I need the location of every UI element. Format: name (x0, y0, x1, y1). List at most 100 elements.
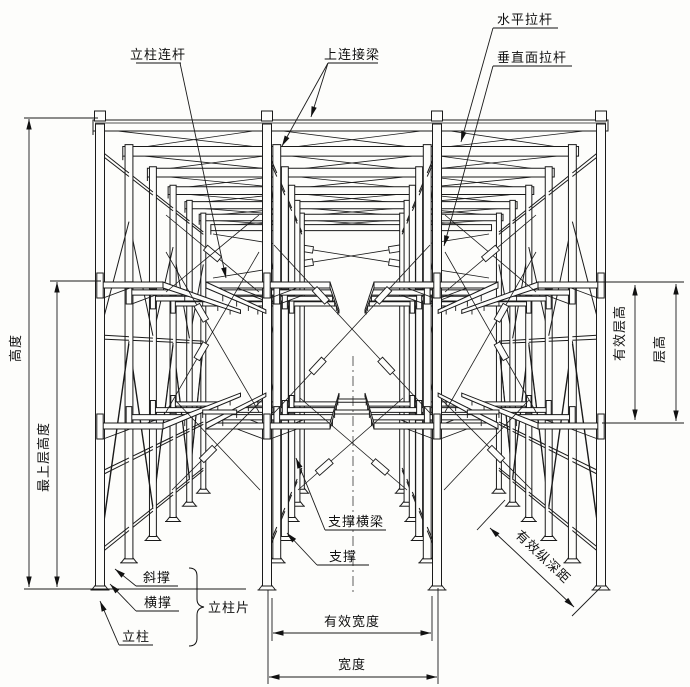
structure-shape (186, 199, 193, 503)
structure-line (165, 214, 260, 293)
arrowhead-icon (673, 410, 679, 421)
label-horizontal-tie: 水平拉杆 (497, 12, 553, 27)
structure-line (196, 487, 202, 494)
label-support-beam: 支撑横梁 (328, 514, 384, 529)
turnbuckle-icon (193, 341, 210, 362)
structure-line (406, 287, 434, 299)
structure-line (299, 397, 408, 491)
structure-line (155, 535, 161, 541)
structure-shape (466, 409, 500, 415)
structure-line (236, 428, 264, 440)
structure-line (605, 584, 610, 591)
structure-line (400, 294, 425, 305)
turnbuckle-icon (374, 285, 393, 305)
structure-line (303, 487, 309, 494)
structure-shape (597, 272, 605, 299)
arrowhead-icon (673, 284, 679, 295)
structure-shape (422, 144, 432, 560)
structure-shape (205, 281, 267, 315)
structure-shape (334, 409, 370, 415)
structure-line (273, 244, 431, 414)
structure-line (404, 516, 410, 522)
structure-line (489, 527, 575, 608)
structure-shape (597, 413, 605, 440)
structure-line (575, 557, 581, 564)
structure-shape (96, 413, 104, 440)
structure-line (145, 535, 150, 541)
structure-line (399, 500, 405, 507)
structure-line (266, 128, 428, 150)
structure-line (492, 487, 497, 494)
structure-shape (162, 392, 241, 430)
structure-shape (95, 123, 105, 587)
structure-line (440, 287, 468, 299)
structure-shape (408, 184, 416, 519)
label-width: 宽度 (338, 657, 366, 672)
arrowhead-icon (632, 409, 638, 420)
structure-line (570, 428, 598, 440)
structure-line (99, 128, 277, 150)
structure-shape (537, 422, 602, 430)
arrowhead-icon (26, 576, 32, 587)
label-horizontal-brace: 横撑 (144, 595, 172, 610)
structure-shape (596, 123, 606, 587)
arrowhead-icon (311, 106, 317, 117)
label-column: 立柱 (122, 629, 150, 644)
structure-line (270, 428, 298, 440)
structure-line (165, 516, 171, 522)
structure-shape (437, 281, 499, 315)
turnbuckle-icon (193, 302, 210, 323)
turnbuckle-icon (311, 285, 330, 305)
arrowhead-icon (273, 630, 284, 636)
structure-line (205, 487, 211, 494)
structure-line (131, 294, 156, 305)
arrowhead-icon (490, 528, 500, 538)
structure-shape (288, 184, 296, 519)
label-effective-level-height: 有效层高 (612, 305, 627, 361)
structure-shape (96, 272, 104, 299)
structure-line (571, 586, 602, 617)
arrowhead-icon (54, 282, 60, 293)
structure-shape (92, 119, 609, 132)
structure-shape (280, 166, 289, 537)
structure-line (103, 428, 131, 440)
arrowhead-icon (564, 597, 574, 607)
structure-shape (262, 123, 272, 587)
structure-shape (169, 184, 177, 519)
structure-shape (94, 110, 106, 122)
structure-line (531, 516, 537, 522)
structure-shape (461, 281, 539, 315)
structure-line (592, 584, 597, 591)
structure-line (120, 557, 126, 564)
structure-shape (537, 281, 602, 289)
structure-shape (431, 110, 443, 122)
structure-shape (525, 184, 533, 519)
structure-line (236, 287, 264, 299)
structure-shape (364, 281, 375, 314)
label-effective-width: 有效宽度 (324, 614, 380, 629)
structure-line (428, 584, 433, 591)
structure-line (299, 500, 305, 507)
structure-line (441, 584, 446, 591)
structure-line (505, 500, 511, 507)
structure-line (179, 62, 227, 279)
arrowhead-icon (287, 533, 297, 543)
structure-line (443, 65, 494, 247)
structure-line (443, 399, 530, 491)
structure-line (212, 233, 490, 279)
structure-line (295, 457, 326, 531)
structure-shape (544, 166, 553, 537)
label-column-tie: 立柱连杆 (130, 47, 186, 62)
arrowhead-icon (269, 674, 280, 680)
label-support: 支撑 (329, 549, 357, 564)
turnbuckle-icon (486, 444, 506, 464)
turnbuckle-icon (198, 444, 218, 464)
structure-line (440, 428, 468, 440)
label-height: 高度 (8, 334, 23, 362)
structure-line (406, 428, 434, 440)
structure-shape (122, 145, 580, 157)
structure-shape (432, 123, 442, 587)
arrowhead-icon (461, 131, 467, 142)
